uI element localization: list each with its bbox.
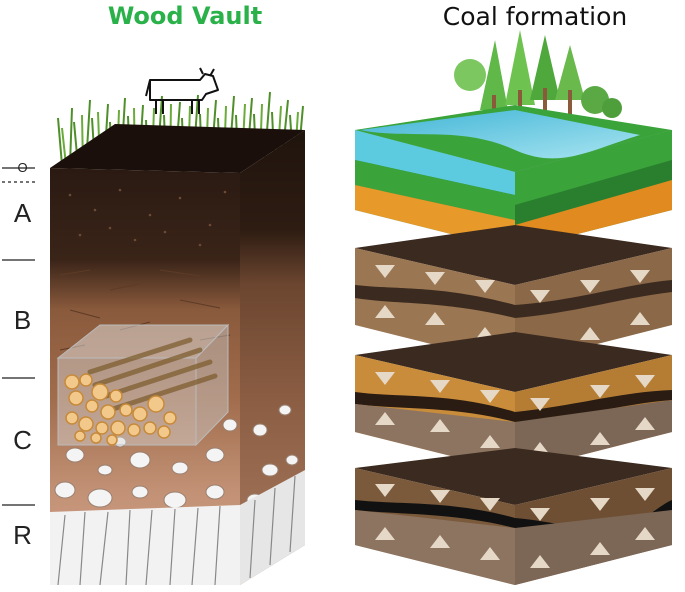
- pressure-arrow-down-icon: [375, 484, 655, 521]
- log-pile-icon: [56, 323, 230, 447]
- soil-side-face: [240, 130, 305, 585]
- surface-block: [355, 105, 672, 250]
- a-horizon-texture: [68, 188, 227, 247]
- soil-top-face: [50, 124, 305, 173]
- coal-formation-title: Coal formation: [442, 2, 628, 31]
- cow-icon: [145, 67, 219, 114]
- bedrock-cracks: [57, 475, 296, 586]
- horizon-label-c: C: [13, 425, 32, 455]
- pressure-arrow-down-icon: [375, 265, 650, 303]
- soil-profile: [50, 67, 305, 586]
- horizon-label-r: R: [13, 520, 32, 550]
- pressure-arrow-up-icon: [375, 412, 655, 455]
- soil-front-face: [50, 168, 240, 585]
- pressure-arrow-down-icon: [375, 372, 655, 411]
- coal-formation: [355, 30, 672, 585]
- tree-icon: [454, 30, 622, 150]
- horizon-label-o: O: [17, 160, 28, 175]
- horizon-label-a: A: [13, 198, 32, 228]
- horizon-label-b: B: [13, 305, 32, 335]
- bedrock-front: [50, 505, 240, 585]
- horizon-dividers: [2, 167, 35, 506]
- coal-block: [355, 448, 672, 585]
- c-horizon-pebbles: [54, 404, 299, 509]
- pressure-arrow-up-icon: [375, 527, 655, 568]
- wood-vault-title: Wood Vault: [107, 2, 263, 30]
- peat-block: [355, 225, 672, 365]
